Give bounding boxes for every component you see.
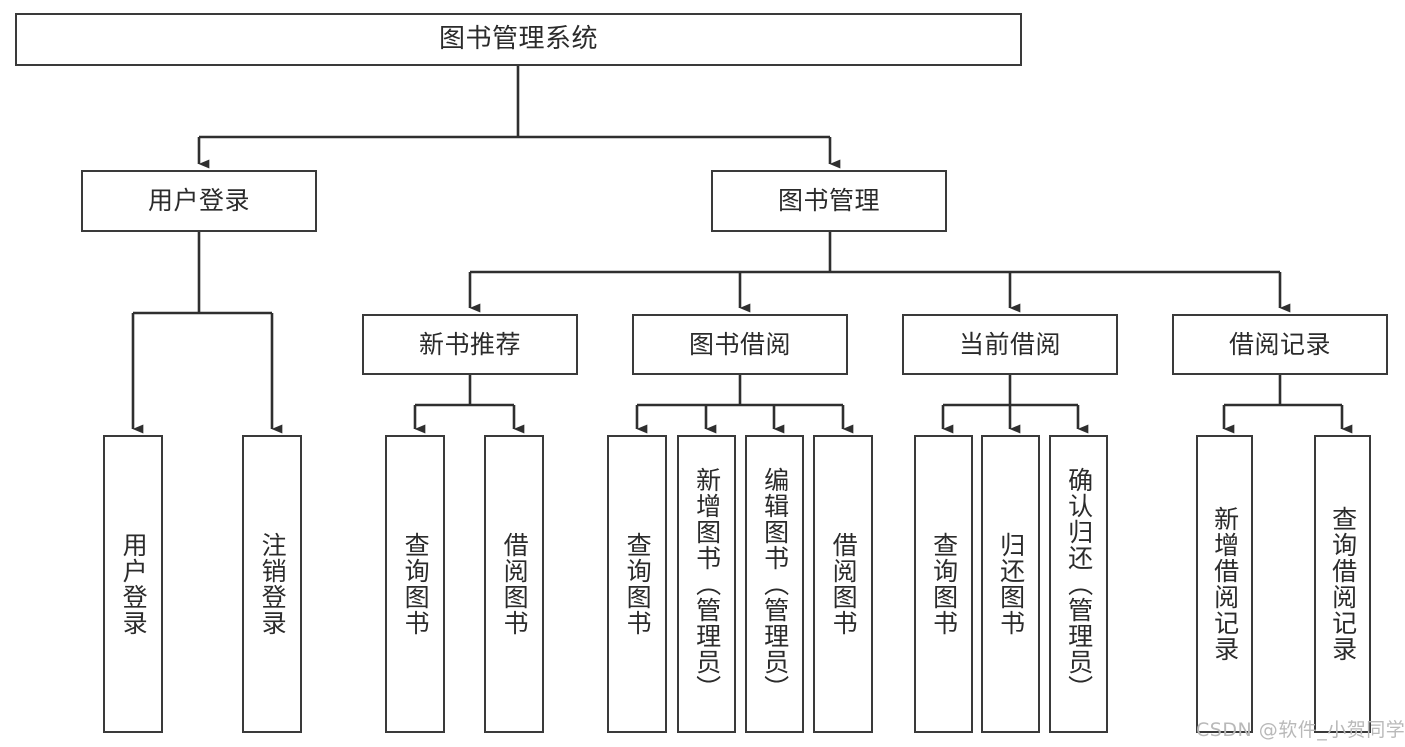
leaf-query-book-current[interactable]: 查询图书	[914, 435, 973, 733]
leaf-logout-label: 注销登录	[258, 532, 288, 636]
leaf-lend-book[interactable]: 借阅图书	[813, 435, 873, 733]
leaf-add-book-admin[interactable]: 新增图书（管理员）	[677, 435, 736, 733]
leaf-query-book-borrow[interactable]: 查询图书	[607, 435, 667, 733]
node-new-book-recommend-label: 新书推荐	[418, 329, 521, 359]
node-root-label: 图书管理系统	[438, 23, 598, 54]
leaf-user-login-label: 用户登录	[119, 532, 149, 636]
leaf-user-login[interactable]: 用户登录	[103, 435, 163, 733]
leaf-borrow-book-newbook-label: 借阅图书	[500, 532, 530, 636]
leaf-add-borrow-record[interactable]: 新增借阅记录	[1196, 435, 1253, 733]
leaf-confirm-return-admin-label: 确认归还（管理员）	[1064, 467, 1094, 701]
leaf-add-borrow-record-label: 新增借阅记录	[1210, 506, 1240, 662]
leaf-query-borrow-record[interactable]: 查询借阅记录	[1314, 435, 1371, 733]
leaf-confirm-return-admin[interactable]: 确认归还（管理员）	[1049, 435, 1108, 733]
leaf-query-book-borrow-label: 查询图书	[623, 532, 653, 636]
leaf-return-book[interactable]: 归还图书	[981, 435, 1040, 733]
leaf-query-book-current-label: 查询图书	[929, 532, 959, 636]
leaf-query-book-newbook[interactable]: 查询图书	[385, 435, 445, 733]
node-root[interactable]: 图书管理系统	[15, 13, 1022, 66]
node-book-borrow[interactable]: 图书借阅	[632, 314, 848, 375]
leaf-logout[interactable]: 注销登录	[242, 435, 302, 733]
node-user-login-label: 用户登录	[147, 186, 250, 215]
node-borrow-record[interactable]: 借阅记录	[1172, 314, 1388, 375]
leaf-edit-book-admin-label: 编辑图书（管理员）	[760, 467, 790, 701]
node-book-management[interactable]: 图书管理	[711, 170, 947, 232]
leaf-query-borrow-record-label: 查询借阅记录	[1328, 506, 1358, 662]
node-new-book-recommend[interactable]: 新书推荐	[362, 314, 578, 375]
leaf-edit-book-admin[interactable]: 编辑图书（管理员）	[745, 435, 804, 733]
node-book-management-label: 图书管理	[777, 186, 880, 215]
node-borrow-record-label: 借阅记录	[1228, 329, 1331, 359]
leaf-add-book-admin-label: 新增图书（管理员）	[692, 467, 722, 701]
leaf-borrow-book-newbook[interactable]: 借阅图书	[484, 435, 544, 733]
node-current-borrow[interactable]: 当前借阅	[902, 314, 1118, 375]
leaf-lend-book-label: 借阅图书	[829, 532, 859, 636]
leaf-query-book-newbook-label: 查询图书	[401, 532, 431, 636]
node-current-borrow-label: 当前借阅	[958, 329, 1061, 359]
leaf-return-book-label: 归还图书	[996, 532, 1026, 636]
node-user-login[interactable]: 用户登录	[81, 170, 317, 232]
node-book-borrow-label: 图书借阅	[688, 329, 791, 359]
